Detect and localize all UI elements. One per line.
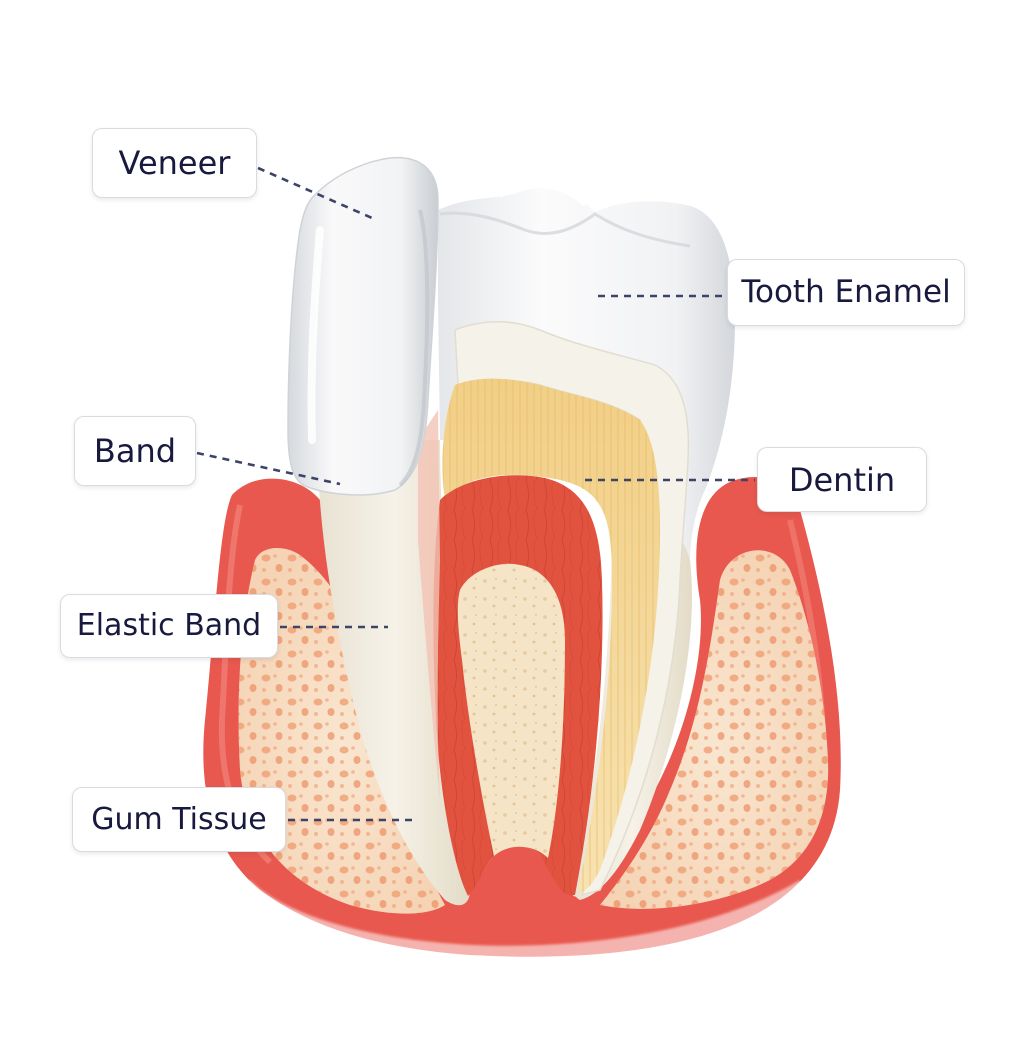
label-elastic-band: Elastic Band: [60, 594, 278, 658]
label-veneer: Veneer: [92, 128, 257, 198]
label-dentin: Dentin: [757, 447, 927, 512]
label-tooth-enamel: Tooth Enamel: [727, 259, 965, 326]
label-gum-tissue: Gum Tissue: [72, 787, 286, 852]
label-band: Band: [74, 416, 196, 486]
